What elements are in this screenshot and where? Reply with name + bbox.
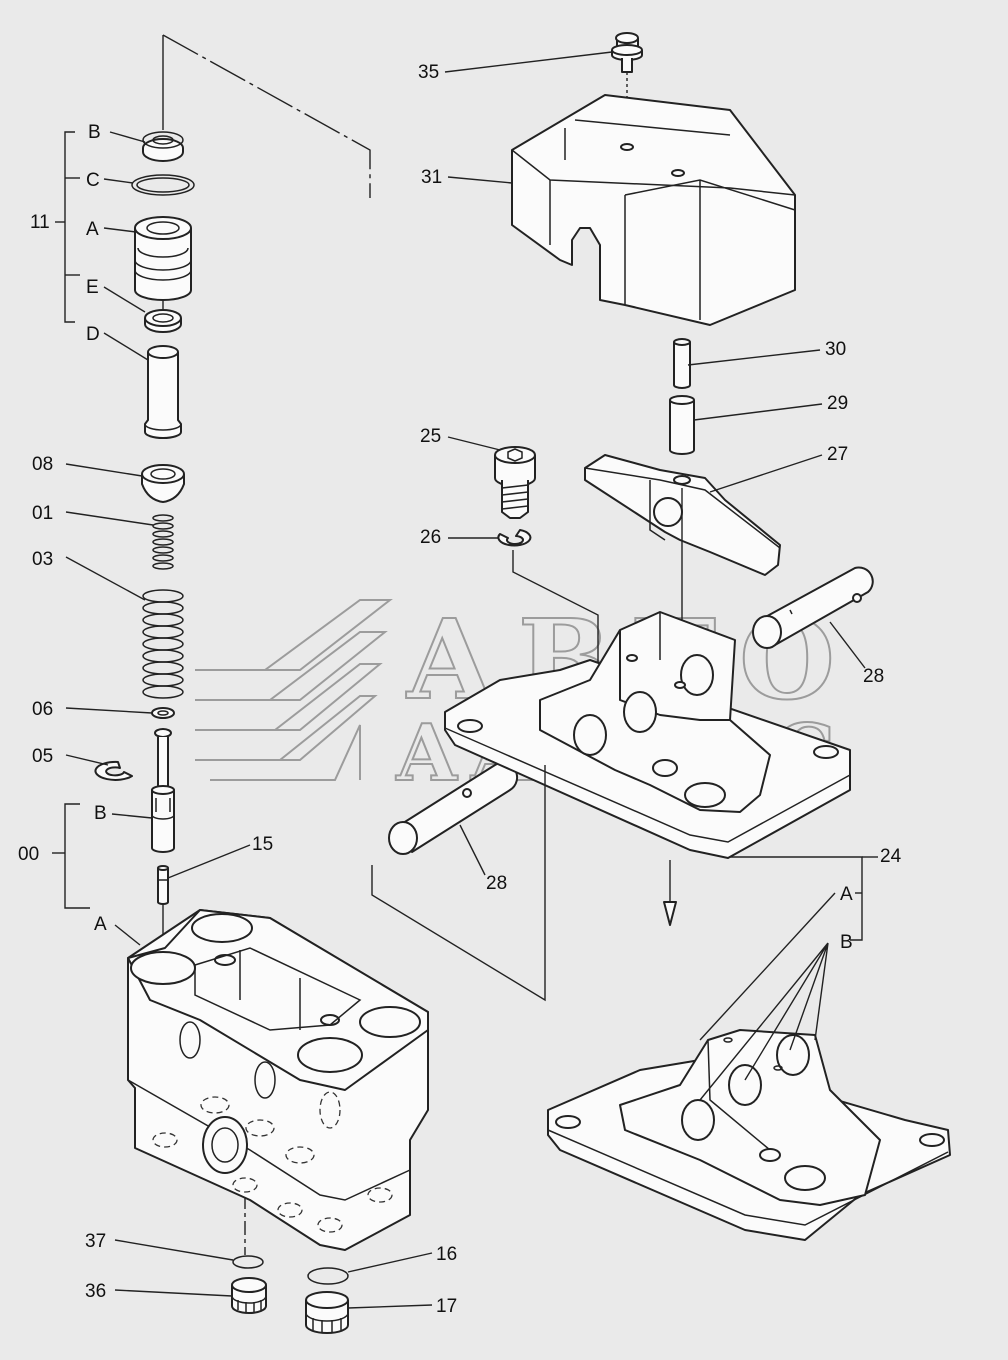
part-25-socket-bolt bbox=[494, 446, 536, 519]
part-16-o-ring bbox=[307, 1267, 349, 1285]
part-00B-spool bbox=[151, 728, 175, 853]
callout-35: 35 bbox=[418, 62, 439, 83]
callout-11-B: B bbox=[88, 122, 101, 143]
callout-labels: 35 31 30 29 27 25 26 28 28 24 A B 11 B C… bbox=[18, 62, 902, 1317]
callout-05: 05 bbox=[32, 746, 53, 767]
callout-11-A: A bbox=[86, 219, 99, 240]
callout-15: 15 bbox=[252, 834, 273, 855]
watermark-logo-stripes bbox=[195, 599, 393, 781]
part-24-assembled-view bbox=[547, 1029, 951, 1241]
group-bracket-00 bbox=[52, 803, 90, 909]
callout-00-B: B bbox=[94, 803, 107, 824]
part-11D-plunger bbox=[144, 345, 182, 439]
part-28-pin-upper bbox=[752, 566, 874, 649]
part-06-washer bbox=[151, 707, 175, 719]
callout-29: 29 bbox=[827, 393, 848, 414]
callout-06: 06 bbox=[32, 699, 53, 720]
callout-28-lower: 28 bbox=[486, 873, 507, 894]
part-31-cover bbox=[511, 94, 796, 326]
callout-08: 08 bbox=[32, 454, 53, 475]
callout-17: 17 bbox=[436, 1296, 457, 1317]
part-29-sleeve bbox=[669, 395, 695, 455]
part-36-plug bbox=[231, 1277, 267, 1314]
part-17-plug bbox=[305, 1291, 349, 1334]
callout-00: 00 bbox=[18, 844, 39, 865]
part-11E-washer bbox=[144, 309, 182, 333]
callout-11: 11 bbox=[30, 212, 50, 233]
callout-26: 26 bbox=[420, 527, 441, 548]
part-01-inner-spring bbox=[152, 514, 174, 570]
part-37-o-ring bbox=[232, 1255, 264, 1269]
part-11C-o-ring bbox=[131, 174, 195, 196]
callout-01: 01 bbox=[32, 503, 53, 524]
part-30-pin bbox=[673, 338, 691, 389]
part-00A-valve-body bbox=[127, 909, 429, 1251]
callout-36: 36 bbox=[85, 1281, 106, 1302]
part-15-pin bbox=[157, 865, 169, 905]
group-bracket-24 bbox=[728, 856, 878, 941]
part-27-lever-plate bbox=[584, 454, 781, 640]
part-03-outer-spring bbox=[142, 589, 184, 699]
callout-27: 27 bbox=[827, 444, 848, 465]
callout-24: 24 bbox=[880, 846, 902, 867]
part-11B-seat-ring bbox=[142, 131, 184, 162]
part-08-spring-retainer bbox=[141, 464, 185, 503]
part-26-spring-washer bbox=[497, 529, 599, 690]
callout-11-C: C bbox=[86, 170, 100, 191]
leader-lines bbox=[65, 51, 866, 1309]
callout-03: 03 bbox=[32, 549, 53, 570]
callout-24-A: A bbox=[840, 884, 853, 905]
callout-16: 16 bbox=[436, 1244, 457, 1265]
callout-25: 25 bbox=[420, 426, 441, 447]
callout-11-E: E bbox=[86, 277, 99, 298]
callout-30: 30 bbox=[825, 339, 846, 360]
callout-28-upper: 28 bbox=[863, 666, 884, 687]
callout-11-D: D bbox=[86, 324, 100, 345]
callout-37: 37 bbox=[85, 1231, 106, 1252]
part-11A-bushing bbox=[134, 216, 192, 301]
part-24-base-plate bbox=[371, 611, 851, 1002]
part-35-bolt bbox=[611, 32, 643, 145]
part-05-snap-clip bbox=[94, 760, 133, 781]
callout-00-A: A bbox=[94, 914, 107, 935]
callout-31: 31 bbox=[421, 167, 442, 188]
callout-24-B: B bbox=[840, 932, 853, 953]
group-bracket-11 bbox=[55, 131, 80, 323]
